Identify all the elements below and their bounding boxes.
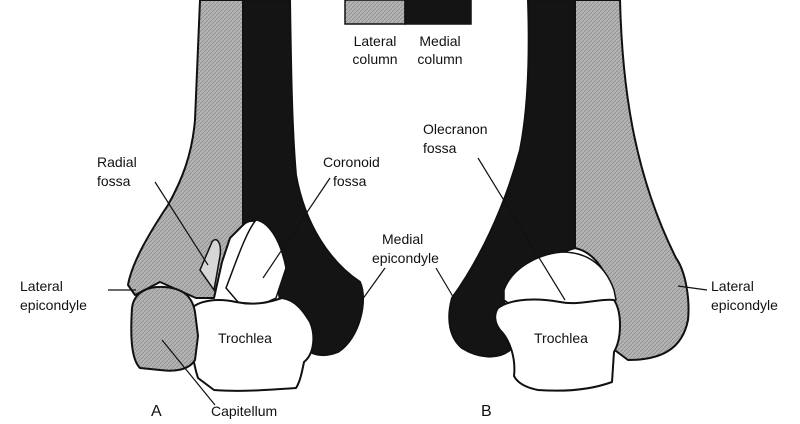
label-coronoid-fossa-1: Coronoid	[323, 154, 380, 170]
label-radial-fossa-1: Radial	[97, 154, 137, 170]
leader-coronoid-fossa	[262, 177, 331, 279]
legend: Lateral column Medial column	[344, 0, 472, 67]
view-b-trochlea	[494, 298, 621, 392]
label-olecranon-fossa-1: Olecranon	[423, 121, 488, 137]
view-a-lateral-column	[127, 0, 244, 299]
leader-lateral-epicondyle-b	[677, 285, 708, 291]
legend-lateral-label-1: Lateral	[354, 33, 397, 49]
view-a-capitellum	[130, 285, 199, 372]
label-capitellum: Capitellum	[211, 403, 277, 419]
leader-medial-epicondyle-b	[435, 267, 456, 301]
leader-olecranon-fossa	[477, 157, 566, 301]
label-lateral-epicondyle-b-1: Lateral	[711, 278, 754, 294]
label-trochlea-b: Trochlea	[534, 330, 588, 346]
label-olecranon-fossa-2: fossa	[423, 140, 457, 156]
leader-radial-fossa	[154, 181, 209, 266]
view-b	[448, 0, 690, 392]
view-a-radial-fossa	[199, 238, 222, 292]
leader-lines	[108, 157, 708, 406]
label-view-a: A	[151, 403, 162, 420]
view-a	[127, 0, 364, 392]
legend-medial-label-2: column	[417, 51, 462, 67]
legend-lateral-label-2: column	[352, 51, 397, 67]
legend-lateral-swatch	[344, 0, 406, 25]
label-radial-fossa-2: fossa	[97, 173, 131, 189]
label-lateral-epicondyle-a-2: epicondyle	[20, 297, 87, 313]
leader-capitellum	[161, 339, 216, 406]
view-a-trochlea	[189, 297, 315, 392]
label-lateral-epicondyle-b-2: epicondyle	[711, 297, 778, 313]
label-view-b: B	[481, 403, 492, 420]
label-medial-epicondyle-1: Medial	[382, 231, 423, 247]
legend-medial-swatch	[404, 0, 472, 25]
label-medial-epicondyle-2: epicondyle	[372, 250, 439, 266]
leader-medial-epicondyle	[361, 267, 386, 301]
labels: Radial fossa Coronoid fossa Medial epico…	[20, 121, 778, 420]
label-trochlea-a: Trochlea	[218, 330, 272, 346]
legend-medial-label-1: Medial	[419, 33, 460, 49]
label-coronoid-fossa-2: fossa	[333, 173, 367, 189]
label-lateral-epicondyle-a-1: Lateral	[20, 278, 63, 294]
